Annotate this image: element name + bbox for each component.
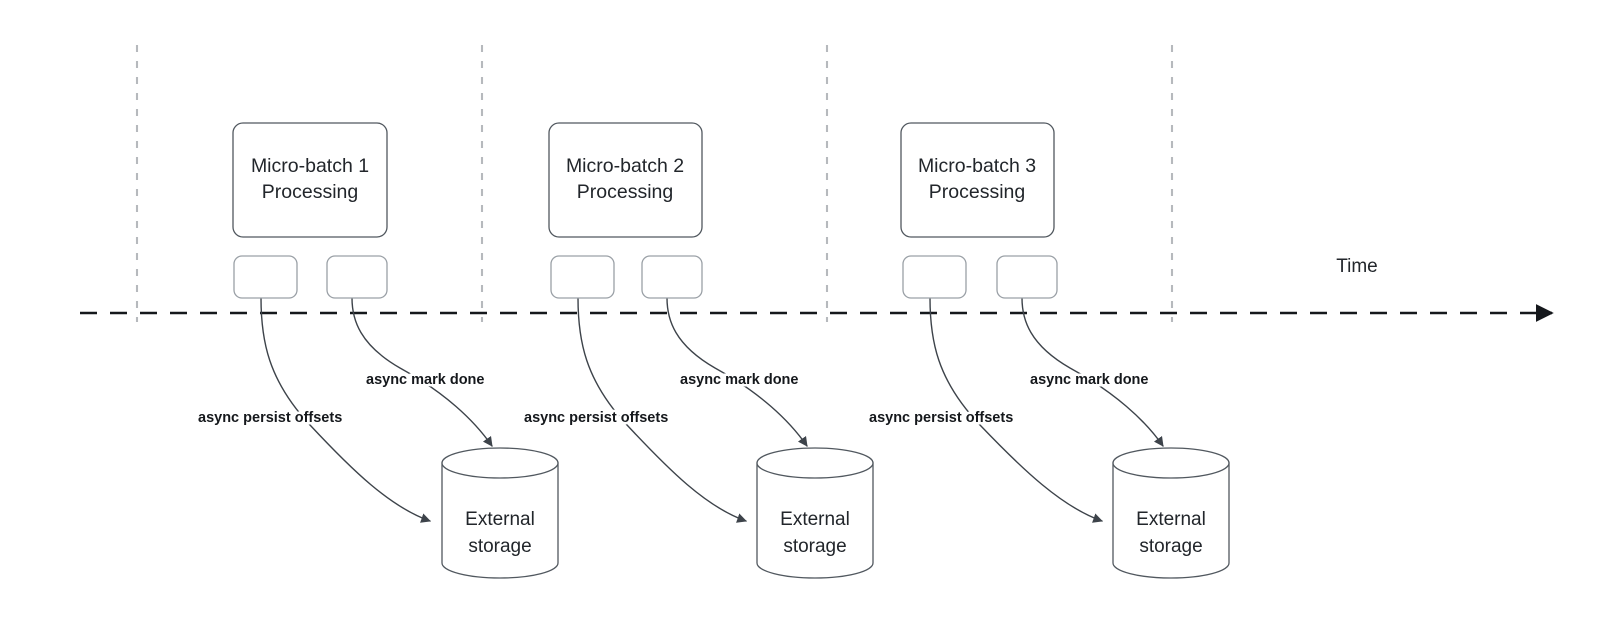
micro-batch-group-1: External storage Micro-batch 1 Processin… <box>196 122 559 579</box>
cylinder-body-3 <box>1112 462 1230 579</box>
async-persist-offsets-label-2: async persist offsets <box>524 410 668 426</box>
async-mark-done-curve-1 <box>351 297 493 447</box>
external-storage-cylinder-1: External storage <box>441 447 559 579</box>
micro-batch-label-line2: Processing <box>929 181 1025 203</box>
async-mark-done-label-1: async mark done <box>366 372 484 388</box>
micro-batch-box-rect-1[interactable] <box>232 122 388 238</box>
external-storage-cylinder-2: External storage <box>756 447 874 579</box>
micro-batch-box-1[interactable]: Micro-batch 1 Processing <box>232 122 388 238</box>
micro-batch-label-line2: Processing <box>577 181 673 203</box>
async-persist-offsets-curve-1 <box>260 297 431 523</box>
micro-batch-group-3: External storage Micro-batch 3 Processin… <box>867 122 1230 579</box>
micro-batch-group-2: External storage Micro-batch 2 Processin… <box>522 122 874 579</box>
external-storage-label-line1: External <box>465 509 535 530</box>
async-mark-done-label-3: async mark done <box>1030 372 1148 388</box>
async-persist-offsets-curve-3 <box>929 297 1103 523</box>
external-storage-label-line1: External <box>1136 509 1206 530</box>
cylinder-body-1 <box>441 462 559 579</box>
micro-batch-label-line1: Micro-batch 1 <box>251 155 369 177</box>
cylinder-top-ellipse-2 <box>756 447 874 479</box>
async-mark-done-label-2: async mark done <box>680 372 798 388</box>
mark-done-task-box-3[interactable] <box>996 255 1058 299</box>
time-axis-label: Time <box>1336 256 1378 277</box>
async-persist-offsets-curve-2 <box>577 297 747 523</box>
mark-done-task-box-1[interactable] <box>326 255 388 299</box>
cylinder-top-ellipse-1 <box>441 447 559 479</box>
async-persist-offsets-label-3: async persist offsets <box>869 410 1013 426</box>
micro-batch-label-line2: Processing <box>262 181 358 203</box>
micro-batch-box-rect-2[interactable] <box>548 122 703 238</box>
external-storage-label-line2: storage <box>1139 536 1202 557</box>
external-storage-label-line1: External <box>780 509 850 530</box>
external-storage-label-line2: storage <box>468 536 531 557</box>
micro-batch-label-line1: Micro-batch 3 <box>918 155 1036 177</box>
persist-task-box-2[interactable] <box>550 255 615 299</box>
micro-batch-box-3[interactable]: Micro-batch 3 Processing <box>900 122 1055 238</box>
persist-task-box-3[interactable] <box>902 255 967 299</box>
cylinder-body-2 <box>756 462 874 579</box>
async-mark-done-curve-3 <box>1021 297 1164 447</box>
time-axis: Time <box>80 256 1554 322</box>
persist-task-box-1[interactable] <box>233 255 298 299</box>
micro-batch-box-2[interactable]: Micro-batch 2 Processing <box>548 122 703 238</box>
async-mark-done-curve-2 <box>666 297 808 447</box>
mark-done-task-box-2[interactable] <box>641 255 703 299</box>
micro-batch-box-rect-3[interactable] <box>900 122 1055 238</box>
divider-group <box>135 45 1174 322</box>
external-storage-cylinder-3: External storage <box>1112 447 1230 579</box>
async-persist-offsets-label-1: async persist offsets <box>198 410 342 426</box>
micro-batch-label-line1: Micro-batch 2 <box>566 155 684 177</box>
cylinder-top-ellipse-3 <box>1112 447 1230 479</box>
external-storage-label-line2: storage <box>783 536 846 557</box>
